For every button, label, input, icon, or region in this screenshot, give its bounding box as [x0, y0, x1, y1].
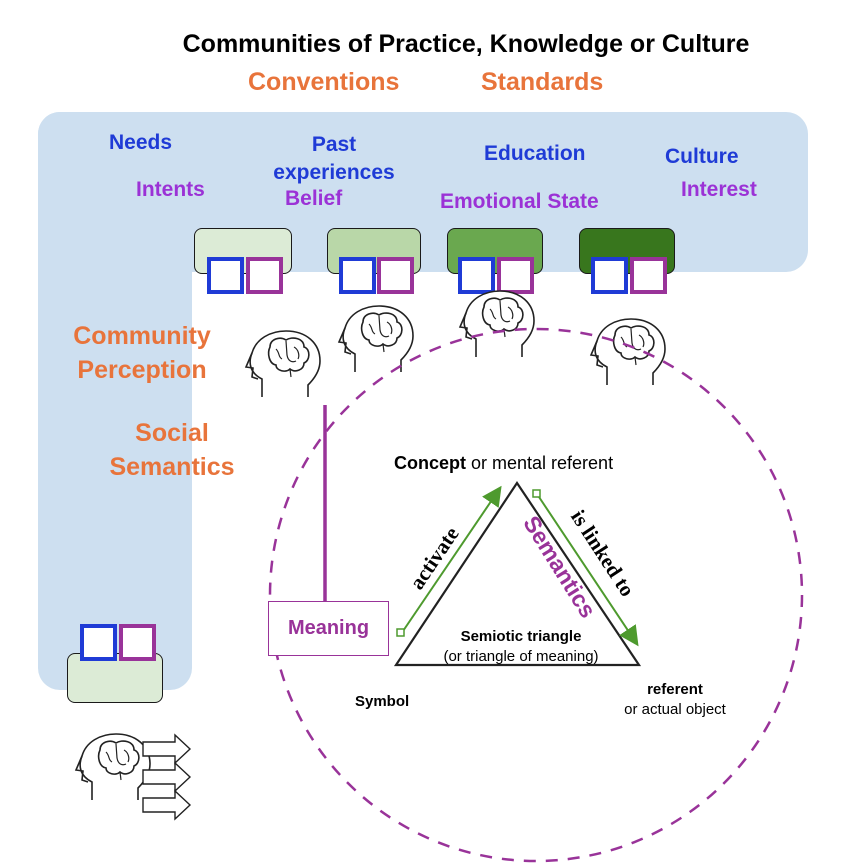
community-panel-left	[38, 112, 192, 690]
purple-square-icon	[377, 257, 414, 294]
label-interest: Interest	[681, 178, 757, 201]
label-culture: Culture	[665, 145, 739, 168]
purple-square-icon	[246, 257, 283, 294]
blue-square-icon	[339, 257, 376, 294]
activate-arrow	[400, 485, 502, 635]
label-emotional-state: Emotional State	[440, 190, 599, 213]
label-social-semantics: Social Semantics	[109, 419, 235, 481]
label-concept-rest: or mental referent	[466, 453, 614, 473]
head-brain-icon	[75, 733, 151, 801]
meaning-box: Meaning	[268, 601, 389, 656]
label-standards: Standards	[481, 68, 604, 96]
blue-square-icon	[207, 257, 244, 294]
semiotic-triangle	[393, 481, 642, 667]
label-semiotic-triangle: Semiotic triangle	[460, 628, 582, 645]
semantic-circle	[268, 327, 804, 863]
label-needs: Needs	[109, 131, 173, 154]
linked-arrow	[536, 493, 639, 647]
label-semiotic-sub: (or triangle of meaning)	[443, 648, 599, 665]
head-brain-icon	[459, 290, 535, 358]
head-brain-icon	[590, 318, 666, 386]
label-education: Education	[484, 142, 586, 165]
blue-square-icon	[458, 257, 495, 294]
label-concept: Concept or mental referent	[394, 453, 613, 474]
label-intents: Intents	[136, 178, 205, 201]
arrow-right-icon	[142, 761, 192, 793]
label-referent: referent	[647, 681, 703, 698]
blue-square-icon	[80, 624, 117, 661]
label-community-perception: Community Perception	[73, 322, 211, 384]
label-belief: Belief	[285, 187, 343, 210]
label-concept-bold: Concept	[394, 453, 466, 473]
arrow-right-icon	[142, 789, 192, 821]
purple-square-icon	[630, 257, 667, 294]
label-past-experiences: Past experiences	[273, 133, 395, 184]
diagram-title: Communities of Practice, Knowledge or Cu…	[182, 30, 750, 58]
purple-square-icon	[119, 624, 156, 661]
blue-square-icon	[591, 257, 628, 294]
label-referent-sub: or actual object	[624, 701, 726, 718]
label-conventions: Conventions	[248, 68, 400, 96]
purple-square-icon	[497, 257, 534, 294]
arrow-right-icon	[142, 733, 192, 765]
individual-card	[67, 653, 163, 703]
label-symbol: Symbol	[355, 693, 410, 710]
